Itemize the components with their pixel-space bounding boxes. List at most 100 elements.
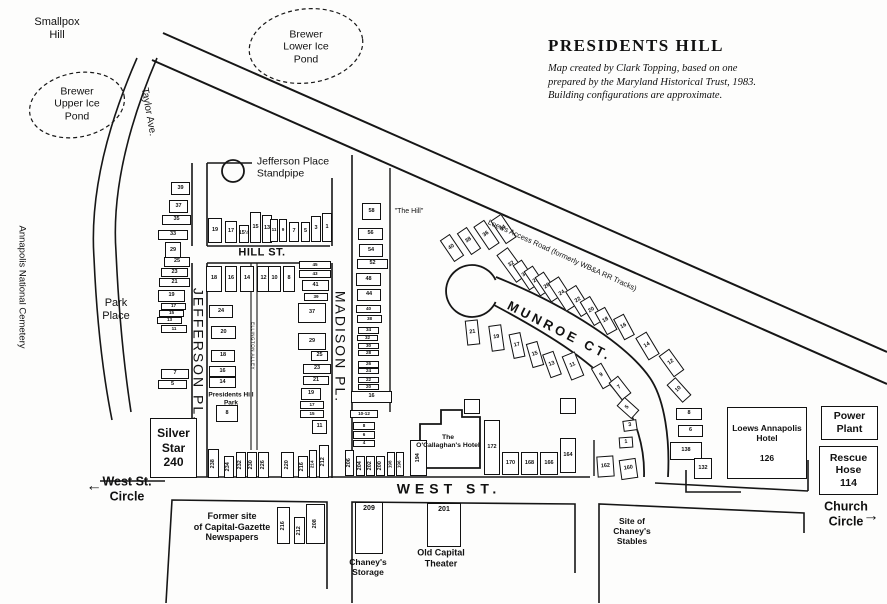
lot-west-st-row-a-226: 226 xyxy=(258,452,269,478)
lot-madison-west-45: 45 xyxy=(299,261,331,269)
lot-number: 15 xyxy=(252,223,259,230)
lot-number: 38 xyxy=(366,315,373,321)
lot-number: 9 xyxy=(281,227,285,233)
lot-number: 6 xyxy=(362,431,366,437)
lot-number: 166 xyxy=(544,459,554,466)
standpipe-circle xyxy=(221,159,245,183)
lot-madison-east-24: 24 xyxy=(358,368,379,374)
lot-west-st-row-d-168: 168 xyxy=(521,452,538,475)
lot-number: 226 xyxy=(259,460,266,470)
lot-number: 194 xyxy=(414,453,421,463)
stables-lot-outline xyxy=(598,503,805,603)
lot-number: 1 xyxy=(624,438,628,445)
lot-number: 212 xyxy=(295,525,302,536)
box-rescue-hose-114: Rescue Hose 114 xyxy=(819,446,878,495)
lot-number: 15½ xyxy=(238,230,250,237)
lot-munroe-south-21: 21 xyxy=(464,319,481,346)
label-park-place: Park Place xyxy=(102,297,130,322)
lot-jefferson-west-15: 15 xyxy=(159,310,184,317)
loews-access-road-upper xyxy=(162,32,887,353)
lot-hill-south-west-14: 14 xyxy=(240,266,254,292)
lot-number: 8 xyxy=(225,409,229,416)
lot-hill-north-east-9: 9 xyxy=(279,219,287,242)
lot-number: 13 xyxy=(263,225,271,232)
lot-number: 13 xyxy=(166,317,173,323)
lot-number: 11 xyxy=(316,423,323,430)
lot-number: 4 xyxy=(362,440,366,446)
lot-west-st-row-c-206: 206 xyxy=(345,450,354,476)
lot-number: 138 xyxy=(681,447,691,454)
lot-number: 26 xyxy=(365,361,372,367)
lot-jefferson-west-19: 19 xyxy=(158,290,185,302)
lot-madison-east-26: 26 xyxy=(358,361,379,368)
lot-number: 36 xyxy=(481,230,491,239)
label-west-arrow: ← xyxy=(86,477,102,495)
lot-hill-north-east-1: 1 xyxy=(322,213,332,242)
label-old-capital-theater: Old Capital Theater xyxy=(417,547,465,568)
lot-number: 18 xyxy=(219,352,227,359)
lot-hill-south-west-18: 18 xyxy=(206,266,222,292)
lot-number: 39 xyxy=(313,293,319,299)
label-church-circle: Church Circle xyxy=(824,499,868,528)
lot-number: 170 xyxy=(505,459,516,466)
lot-number: 19 xyxy=(492,333,500,341)
lot-number: 7 xyxy=(173,370,177,377)
lot-jefferson-east-20: 20 xyxy=(211,326,236,339)
label-ellington-alley: ELLINGTON ALLEY xyxy=(250,322,256,370)
lot-number: 56 xyxy=(367,230,374,237)
lot-number: 198 xyxy=(387,460,393,468)
lot-west-st-row-b-214: 214 xyxy=(309,450,317,478)
lot-number: 206 xyxy=(345,458,352,468)
lot-number: 19 xyxy=(168,292,175,299)
munroe-ct-bulb xyxy=(445,264,497,318)
lot-munroe-north-6: 6 xyxy=(678,425,703,437)
lot-number: 10-12 xyxy=(358,410,370,416)
lot-madison-west-29: 29 xyxy=(298,333,326,350)
lot-jefferson-east-14: 14 xyxy=(209,377,236,388)
label-chaneys-storage: Chaney's Storage xyxy=(349,556,387,577)
lot-jefferson-west-5: 5 xyxy=(158,380,187,389)
lot-jefferson-west-21: 21 xyxy=(159,278,190,287)
lot-hill-south-west-16: 16 xyxy=(225,266,237,292)
lot-loews-row-132: 132 xyxy=(694,458,712,479)
lot-number: 164 xyxy=(563,451,573,458)
label-presidents-hill-park: Presidents Hill Park xyxy=(208,391,254,406)
lot-jefferson-west-11: 11 xyxy=(161,325,187,333)
lot-madison-west-19: 19 xyxy=(301,388,321,400)
lot-madison-west-43: 43 xyxy=(299,270,331,278)
box-silver-star-240: Silver Star 240 xyxy=(150,418,197,478)
lot-west-st-row-b-220: 220 xyxy=(281,452,294,478)
lot-madison-east-16: 16 xyxy=(351,391,392,403)
lot-jefferson-west-37: 37 xyxy=(169,200,188,213)
lot-number: 16 xyxy=(227,275,235,282)
lot-number: 220 xyxy=(283,460,290,470)
lot-jefferson-east-24: 24 xyxy=(209,305,233,318)
lot-number: 14 xyxy=(243,275,251,282)
lot-number: 19 xyxy=(211,226,219,233)
lot-number: 214 xyxy=(309,460,315,468)
lot-number: 58 xyxy=(368,207,375,214)
lot-west-st-row-d-166: 166 xyxy=(540,452,558,475)
lot-number: 8 xyxy=(362,422,366,428)
jefferson-pl-edges xyxy=(191,162,252,477)
lot-hill-south-east-10: 10 xyxy=(268,266,281,292)
lot-madison-east-30: 30 xyxy=(358,343,379,349)
lot-munroe-south-3: 3 xyxy=(622,419,638,432)
lot-number: 15 xyxy=(168,310,175,316)
label-brewer-upper-ice-pond: Brewer Upper Ice Pond xyxy=(54,85,100,123)
lot-madison-east-22: 22 xyxy=(358,377,379,383)
lot-number: 48 xyxy=(365,275,372,282)
lot-west-st-row-d-170: 170 xyxy=(502,452,519,475)
lot-madison-east-44: 44 xyxy=(357,289,381,301)
lot-jefferson-east-8: 8 xyxy=(216,405,238,422)
lot-west-st-row-c-196: 196 xyxy=(396,452,404,476)
lot-number: 11 xyxy=(271,227,277,233)
lot-number: 39 xyxy=(177,184,184,191)
lot-number: 37 xyxy=(175,202,182,209)
label-east-arrow: → xyxy=(863,507,879,525)
label-annapolis-national-cemetery: Annapolis National Cemetery xyxy=(16,225,28,349)
lot-number: 12 xyxy=(666,358,676,367)
lot-number: 17 xyxy=(309,401,315,407)
